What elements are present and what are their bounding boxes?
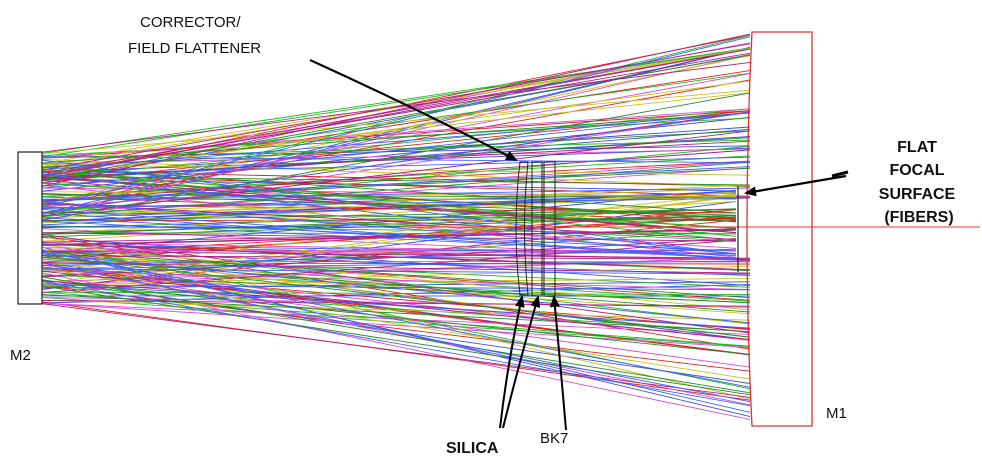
ray-fan (41, 33, 751, 420)
ray-focus (41, 247, 737, 261)
m1-label: M1 (826, 405, 847, 422)
focal-label-line1: FLAT (897, 139, 937, 156)
ray-upper (41, 47, 751, 158)
ray-focus (41, 208, 737, 229)
ray-upper (41, 130, 751, 217)
ray-lower (41, 235, 751, 350)
ray-upper (41, 73, 751, 205)
ray-lower (41, 285, 751, 396)
corrector-label-line1: CORRECTOR/ (140, 14, 241, 31)
ray-upper (41, 156, 751, 164)
silica-pointer-1 (499, 295, 525, 429)
ray-lower (41, 250, 751, 299)
ray-lower (41, 285, 751, 372)
ray-lower (41, 250, 751, 259)
bk7-lens (543, 161, 556, 297)
ray-focus (41, 166, 737, 214)
ray-focus (41, 159, 737, 255)
ray-focus (41, 201, 737, 254)
ray-focus (41, 212, 737, 260)
ray-upper (41, 48, 751, 174)
ray-lower (41, 272, 751, 420)
focal-label-line4: (FIBERS) (884, 209, 953, 226)
ray-upper (41, 197, 751, 209)
corrector-pointer-arrow (309, 58, 518, 161)
ray-upper (41, 48, 751, 178)
corrector-lens-group (515, 161, 556, 297)
ray-lower (41, 302, 751, 349)
focal-pointer-arrow (744, 174, 847, 197)
ray-lower (41, 233, 751, 334)
ray-lower (41, 241, 751, 325)
ray-upper (41, 33, 751, 187)
ray-lower (41, 257, 751, 313)
ray-lower (41, 251, 751, 388)
ray-focus (41, 202, 737, 240)
m2-mirror (17, 151, 43, 305)
focal-label-line3: SURFACE (879, 186, 956, 203)
ray-lower (41, 296, 751, 348)
ray-lower (41, 294, 751, 333)
ray-upper (41, 52, 751, 176)
ray-upper (41, 54, 751, 180)
ray-focus (41, 179, 737, 234)
ray-upper (41, 36, 751, 208)
ray-upper (41, 111, 751, 214)
ray-lower (41, 262, 751, 274)
ray-focus (41, 239, 737, 294)
ray-focus (41, 217, 737, 252)
ray-upper (41, 164, 751, 176)
ray-lower (41, 268, 751, 331)
ray-lower (41, 253, 751, 324)
bk7-label: BK7 (540, 430, 568, 447)
ray-upper (41, 149, 751, 202)
ray-lower (41, 260, 751, 270)
ray-lower (41, 303, 751, 398)
focal-label-line2: FOCAL (889, 162, 944, 179)
ray-upper (41, 48, 751, 164)
ray-focus (41, 208, 737, 222)
ray-lower (41, 302, 751, 335)
ray-focus (41, 176, 737, 234)
ray-upper (41, 112, 751, 171)
ray-upper (41, 61, 751, 153)
ray-focus (41, 171, 737, 223)
ray-lower (41, 268, 751, 275)
ray-focus (41, 244, 737, 255)
ray-lower (41, 285, 751, 333)
ray-upper (41, 108, 751, 179)
ray-focus (41, 248, 737, 267)
ray-lower (41, 249, 751, 413)
ray-lower (41, 268, 751, 368)
ray-lower (41, 282, 751, 329)
corrector-label-line2: FIELD FLATTENER (128, 40, 261, 57)
ray-upper (41, 161, 751, 218)
silica-label: SILICA (446, 440, 499, 457)
ray-upper (41, 156, 751, 175)
ray-lower (41, 276, 751, 394)
m1-mirror (746, 31, 813, 427)
ray-upper (41, 187, 751, 201)
ray-upper (41, 92, 751, 221)
ray-upper (41, 166, 751, 201)
ray-upper (41, 175, 751, 186)
ray-focus (41, 173, 737, 255)
ray-focus (41, 211, 737, 222)
ray-lower (41, 301, 751, 401)
silica-lens-1 (515, 161, 529, 296)
ray-focus (41, 193, 737, 272)
ray-lower (41, 268, 751, 380)
ray-lower (41, 279, 751, 355)
focal-pointer-tick (831, 170, 849, 178)
m2-label: M2 (10, 347, 31, 364)
ray-upper (41, 43, 751, 171)
silica-pointer-2 (502, 295, 541, 429)
ray-upper (41, 72, 751, 174)
ray-lower (41, 262, 751, 403)
ray-focus (41, 232, 737, 242)
ray-upper (41, 111, 751, 189)
bk7-pointer (549, 295, 567, 431)
